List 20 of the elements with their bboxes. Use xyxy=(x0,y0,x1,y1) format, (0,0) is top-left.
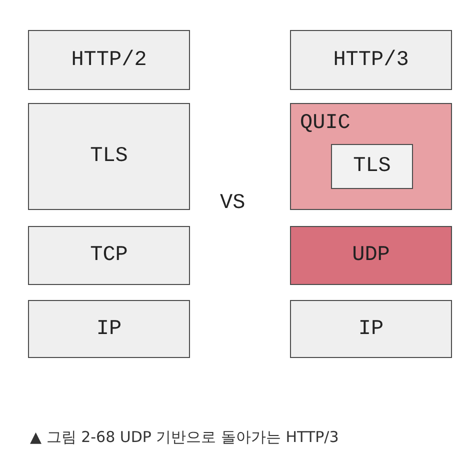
layer-name: TLS xyxy=(353,155,391,178)
figure-caption: ▲ 그림 2-68 UDP 기반으로 돌아가는 HTTP/3 xyxy=(30,428,339,447)
layer-name: IP xyxy=(358,318,384,340)
layer-name: UDP xyxy=(352,244,390,267)
versus-label: VS xyxy=(220,192,246,215)
layer-name: TCP xyxy=(90,244,128,267)
layer-name: TLS xyxy=(90,145,128,168)
layer-name: HTTP/3 xyxy=(333,48,409,72)
protocol-layer-box xyxy=(290,30,452,90)
protocol-layer-box xyxy=(290,226,452,285)
protocol-layer-box xyxy=(331,144,413,189)
layer-name: HTTP/2 xyxy=(71,48,147,72)
protocol-layer-box xyxy=(28,300,190,358)
protocol-layer-box xyxy=(28,226,190,285)
protocol-layer-box xyxy=(28,103,190,210)
layer-name: IP xyxy=(96,318,122,340)
protocol-layer-box xyxy=(290,103,452,210)
protocol-layer-box xyxy=(28,30,190,90)
layer-name: QUIC xyxy=(300,112,350,135)
protocol-layer-box xyxy=(290,300,452,358)
